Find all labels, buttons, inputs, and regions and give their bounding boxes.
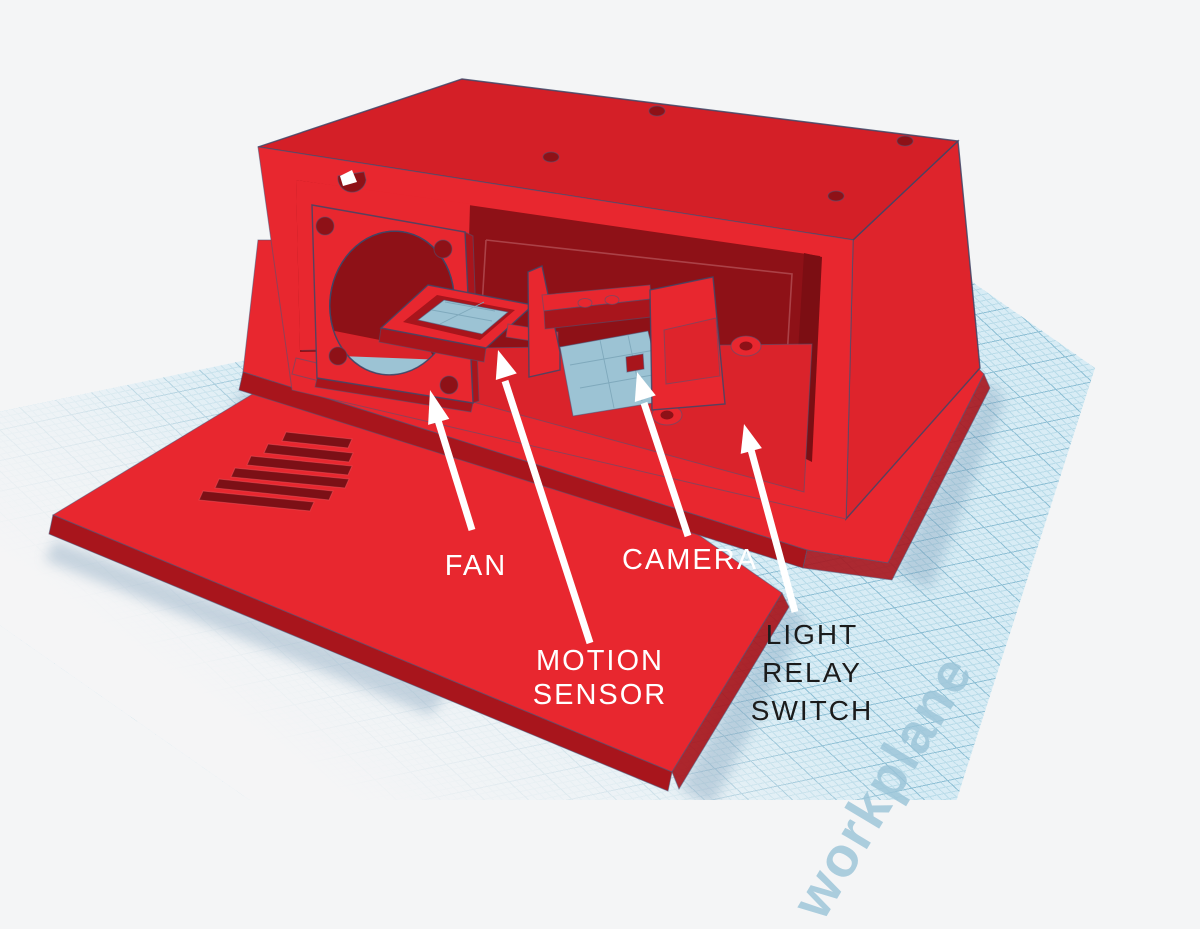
callout-arrows bbox=[428, 350, 799, 645]
label-light-relay-switch: LIGHT RELAY SWITCH bbox=[751, 616, 873, 730]
camera-tab bbox=[625, 353, 645, 373]
camera-peg bbox=[604, 295, 620, 305]
cable-notch bbox=[337, 170, 367, 193]
vent-slot bbox=[246, 455, 353, 476]
vent-grille bbox=[198, 431, 354, 512]
camera-mount[interactable] bbox=[505, 265, 726, 417]
light-relay-switch-arrow bbox=[740, 424, 799, 613]
label-camera-text: CAMERA bbox=[621, 544, 759, 576]
vent-slot bbox=[281, 431, 353, 449]
3d-viewport[interactable] bbox=[0, 0, 1200, 800]
motion-sensor-opening bbox=[416, 299, 510, 335]
label-light-line2: RELAY bbox=[762, 657, 862, 688]
label-light-line1: LIGHT bbox=[765, 619, 859, 650]
motion-sensor-frame[interactable] bbox=[378, 284, 535, 363]
camera-peg bbox=[577, 298, 593, 308]
label-light-line3: SWITCH bbox=[750, 695, 874, 726]
vent-slot bbox=[214, 478, 334, 501]
vent-slot bbox=[230, 467, 350, 489]
camera-floor-opening bbox=[559, 330, 666, 417]
top-screw-holes bbox=[542, 105, 914, 202]
camera-bracket-left bbox=[527, 265, 561, 378]
label-fan: FAN bbox=[445, 549, 507, 583]
label-motion-line2: SENSOR bbox=[532, 679, 668, 711]
label-fan-text: FAN bbox=[444, 550, 508, 582]
vent-slot bbox=[198, 490, 315, 512]
label-motion-sensor: MOTION SENSOR bbox=[533, 644, 667, 712]
label-motion-line1: MOTION bbox=[535, 645, 664, 677]
camera-arrow bbox=[634, 372, 692, 538]
label-camera: CAMERA bbox=[622, 543, 758, 577]
vent-slot bbox=[263, 443, 354, 463]
fan-screw-holes bbox=[315, 216, 459, 395]
motion-sensor-arrow bbox=[495, 350, 594, 645]
fan-arrow bbox=[428, 390, 476, 532]
